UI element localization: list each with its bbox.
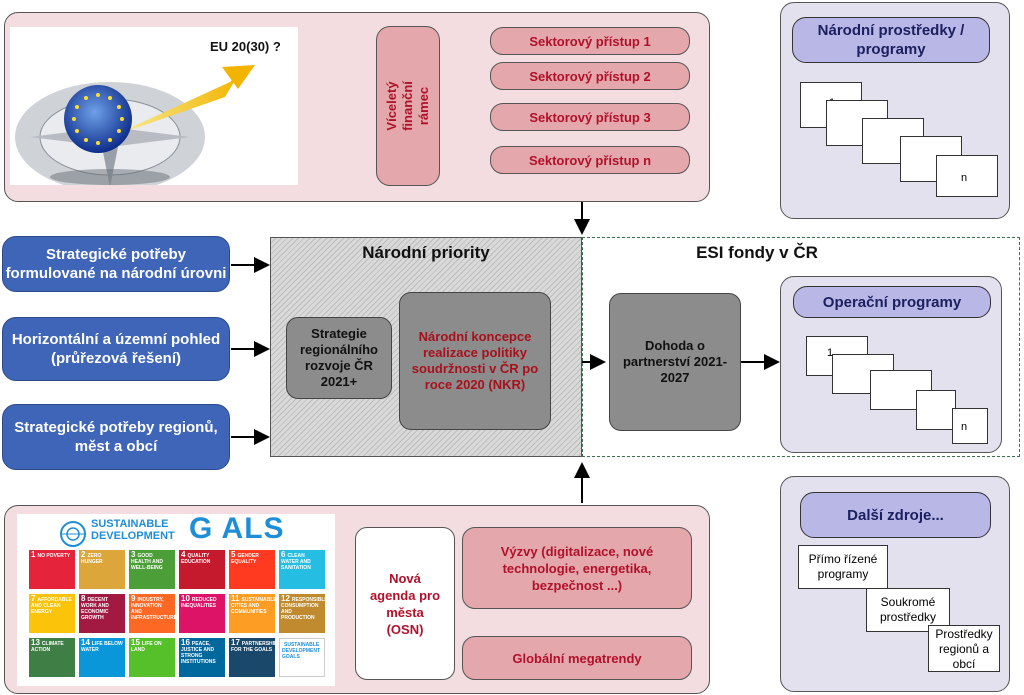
sdg-tile-label: LIFE ON LAND: [131, 641, 162, 653]
sdg-tile-label: REDUCED INEQUALITIES: [181, 597, 217, 609]
sdg-tile-number: 4: [181, 550, 186, 559]
sdg-tile-number: 14: [81, 638, 90, 647]
esi-funds-title: ESI fondy v ČR: [696, 243, 818, 262]
new-urban-agenda-box: Nová agenda pro města (OSN): [355, 527, 455, 680]
sdg-tile-number: 8: [81, 594, 86, 603]
private-funds-box: Soukromé prostředky: [866, 588, 950, 632]
sdg-tile-logo: SUSTAINABLE DEVELOPMENT GOALS: [279, 638, 325, 677]
sdg-tile-label: PARTNERSHIPS FOR THE GOALS: [231, 641, 281, 653]
op-sheet-n: n: [952, 408, 988, 444]
input-national-needs: Strategické potřeby formulované na národ…: [2, 236, 230, 292]
sector-item-1: Sektorový přístup 1: [490, 27, 690, 55]
multiannual-frame-box: Víceletý finanční rámec: [376, 26, 440, 186]
sdg-tile-label: SUSTAINABLE DEVELOPMENT GOALS: [282, 642, 321, 660]
national-priorities-title: Národní priority: [362, 243, 490, 262]
sdg-tile-label: ZERO HUNGER: [81, 553, 103, 565]
sdg-tile-number: 15: [131, 638, 140, 647]
national-program-sheet-n: n: [936, 155, 998, 197]
sdg-tile-number: 5: [231, 550, 236, 559]
sector-item-3: Sektorový přístup 3: [490, 103, 690, 131]
direct-programs-box: Přímo řízené programy: [798, 545, 888, 589]
sdg-heading-line2: DEVELOPMENT: [91, 530, 175, 542]
sdg-tile-label: NO POVERTY: [37, 553, 71, 559]
sdg-tile-label: AFFORDABLE AND CLEAN ENERGY: [31, 597, 72, 615]
other-sources-title: Další zdroje...: [800, 492, 991, 538]
sdg-heading-line1: SUSTAINABLE: [91, 518, 169, 530]
sdg-tile-number: 2: [81, 550, 86, 559]
sdg-tile-label: CLEAN WATER AND SANITATION: [281, 553, 311, 571]
sdg-goals-word: G ALS: [189, 512, 285, 545]
operational-programs-title: Operační programy: [793, 286, 991, 318]
sdg-tile-label: SUSTAINABLE CITIES AND COMMUNITIES: [231, 597, 277, 615]
sdg-tile-label: CLIMATE ACTION: [31, 641, 64, 653]
op-number-last: n: [961, 421, 968, 433]
sdg-tile-label: GENDER EQUALITY: [231, 553, 259, 565]
op-sheet-4: [916, 390, 956, 430]
sdg-tile-number: 9: [131, 594, 136, 603]
sdg-tile-label: QUALITY EDUCATION: [181, 553, 211, 565]
challenges-box: Výzvy (digitalizace, nové technologie, e…: [462, 527, 692, 609]
sdg-tile-number: 12: [281, 594, 290, 603]
sector-item-2: Sektorový přístup 2: [490, 62, 690, 90]
sdg-tile-number: 11: [231, 594, 240, 603]
multiannual-frame-label: Víceletý finanční rámec: [384, 81, 431, 131]
input-horizontal-view: Horizontální a územní pohled (průřezová …: [2, 317, 230, 381]
sdg-tile-number: 16: [181, 638, 190, 647]
eu-compass-image: EU 20(30) ?: [10, 27, 298, 185]
sheet-number-last: n: [961, 172, 968, 184]
un-emblem-icon: [60, 521, 86, 547]
sdg-tile-number: 13: [31, 638, 40, 647]
sdg-tile-label: DECENT WORK AND ECONOMIC GROWTH: [81, 597, 109, 621]
sdg-tile-number: 7: [31, 594, 36, 603]
sdg-tile-label: RESPONSIBLE CONSUMPTION AND PRODUCTION: [281, 597, 328, 621]
op-number-first: 1: [827, 347, 834, 359]
esi-funds-panel: [582, 237, 1020, 457]
nkr-box: Národní koncepce realizace politiky soud…: [399, 292, 551, 430]
sdg-tile-label: INDUSTRY, INNOVATION AND INFRASTRUCTURE: [131, 597, 178, 621]
sdg-heading: SUSTAINABLE DEVELOPMENT: [91, 518, 175, 542]
sector-item-n: Sektorový přístup n: [490, 146, 690, 174]
input-regional-needs: Strategické potřeby regionů, měst a obcí: [2, 404, 230, 470]
sdg-tile-label: PEACE, JUSTICE AND STRONG INSTITUTIONS: [181, 641, 216, 665]
eu-label: EU 20(30) ?: [210, 39, 281, 54]
sdg-tile-label: LIFE BELOW WATER: [81, 641, 123, 653]
sdg-tile-label: GOOD HEALTH AND WELL-BEING: [131, 553, 163, 571]
sdg-tile-number: 10: [181, 594, 190, 603]
partnership-agreement-box: Dohoda o partnerství 2021-2027: [609, 293, 741, 431]
national-resources-title: Národní prostředky / programy: [792, 17, 990, 63]
regional-funds-box: Prostředky regionů a obcí: [928, 625, 1000, 672]
sdg-tile-number: 6: [281, 550, 286, 559]
compass-icon: [15, 65, 255, 185]
sdg-tile-number: 1: [31, 550, 36, 559]
strategy-box: Strategie regionálního rozvoje ČR 2021+: [286, 317, 392, 399]
megatrends-box: Globální megatrendy: [462, 636, 692, 680]
sdg-tile-number: 3: [131, 550, 136, 559]
sdg-tile-number: 17: [231, 638, 240, 647]
